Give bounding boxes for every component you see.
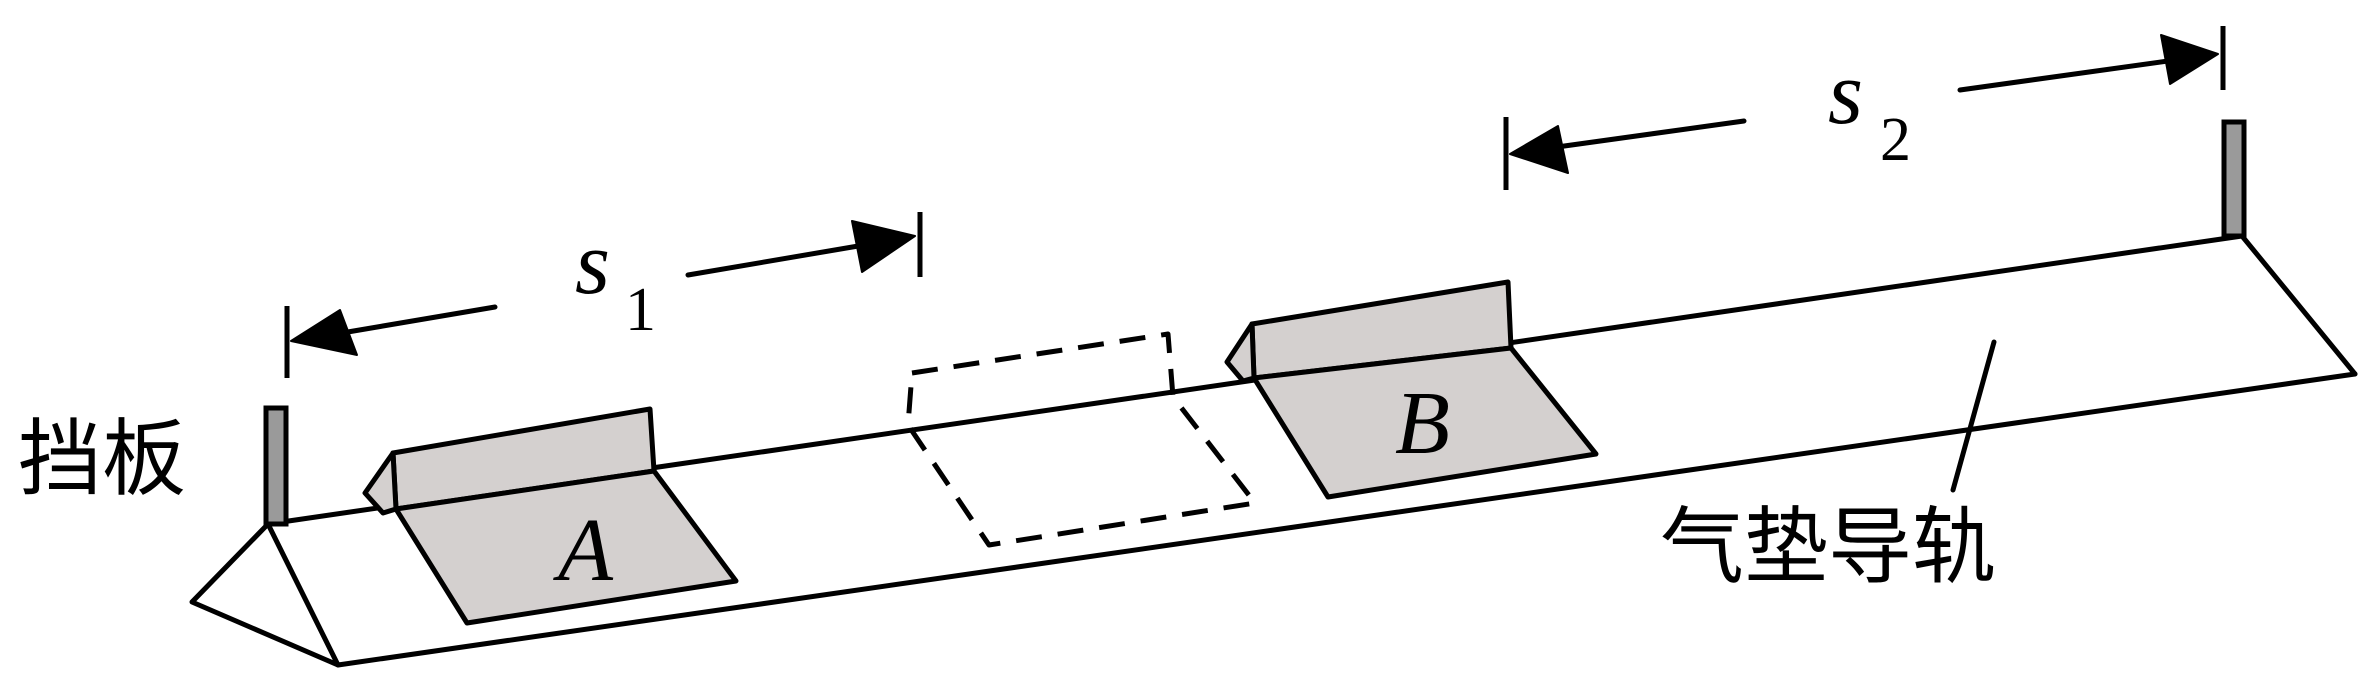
- right-baffle-post: [2221, 119, 2247, 239]
- s1-right-arrowhead: [851, 220, 916, 273]
- s2-left-arrow-line: [1547, 118, 1747, 151]
- slider-a-label: A: [553, 501, 614, 600]
- dashed-slider-position: [905, 331, 1258, 548]
- left-baffle-post: [263, 405, 289, 527]
- s2-left-arrowhead: [1509, 125, 1569, 174]
- baffle-label: 挡板: [18, 410, 186, 508]
- s2-label-letter: s: [1828, 44, 1863, 143]
- s1-label-letter: s: [575, 214, 610, 313]
- air-track-bottom-edge: [335, 371, 2358, 668]
- slider-b: [1224, 279, 1599, 500]
- s1-right-arrow-line: [685, 241, 873, 278]
- slider-a-front-face: [393, 468, 739, 626]
- slider-a-side-tab: [362, 450, 399, 516]
- s1-label-subscript: 1: [625, 276, 656, 344]
- s2-right-arrowhead: [2160, 34, 2219, 85]
- s2-dimension: [1503, 26, 2226, 190]
- slider-b-side-tab: [1224, 321, 1257, 384]
- s1-left-arrowhead: [290, 309, 358, 356]
- air-track-left-end: [189, 521, 341, 668]
- s2-label-subscript: 2: [1880, 106, 1911, 174]
- s1-left-arrow-line: [327, 304, 498, 338]
- s1-dimension: [284, 212, 923, 378]
- air-track-right-end: [2239, 233, 2358, 377]
- air-track-leader-line: [1950, 339, 1997, 493]
- slider-b-label: B: [1395, 374, 1450, 473]
- s2-right-arrow-line: [1957, 57, 2178, 93]
- slider-a: [362, 406, 739, 626]
- air-track-label: 气垫导轨: [1660, 498, 1996, 596]
- slider-b-front-face: [1251, 345, 1599, 500]
